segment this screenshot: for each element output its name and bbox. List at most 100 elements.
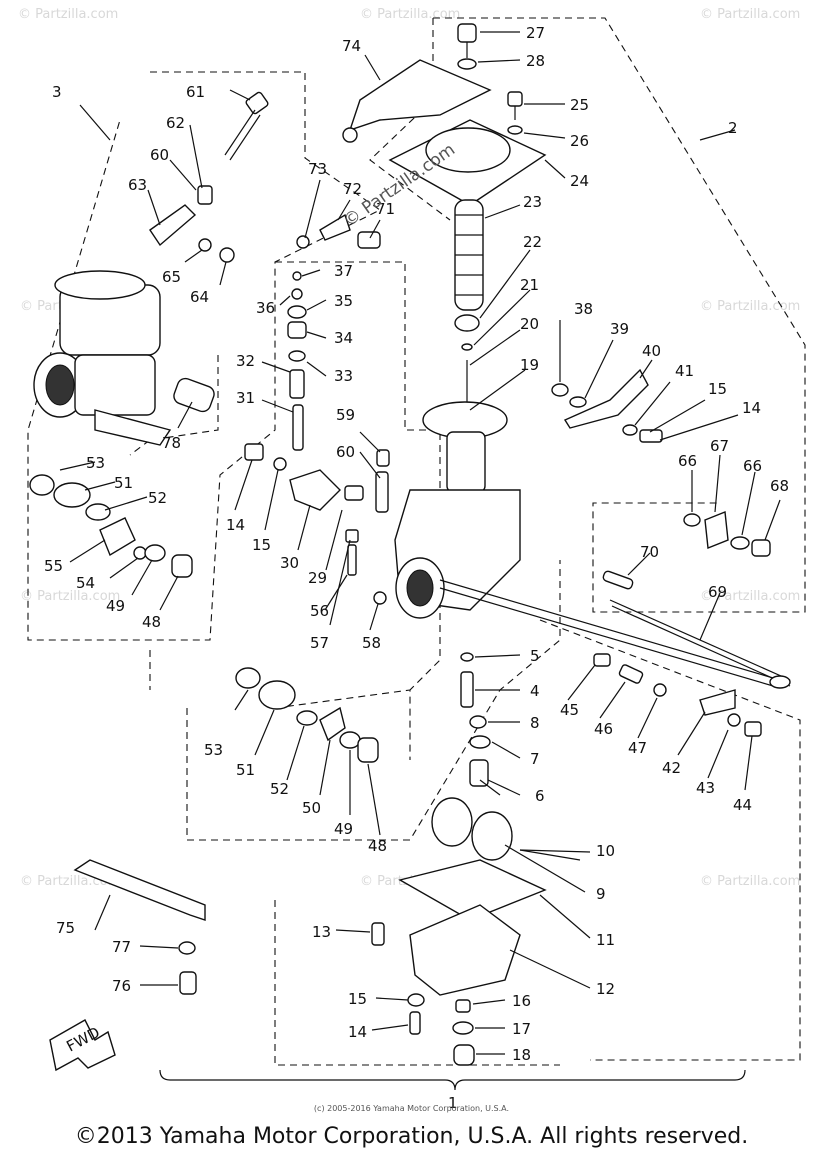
piston-valve-group	[422, 199, 508, 493]
callout-28: 28	[526, 52, 545, 70]
callout-27: 27	[526, 24, 545, 42]
top-cover-and-screws	[342, 23, 547, 206]
watermark: © Partzilla.com	[700, 7, 800, 22]
callout-3: 3	[52, 83, 62, 101]
callout-23: 23	[523, 193, 542, 211]
callout-42: 42	[662, 759, 681, 777]
callout-15: 15	[708, 380, 727, 398]
callout-52: 52	[270, 780, 289, 798]
right-linkage-parts	[551, 368, 791, 737]
forward-direction-indicator: FWD	[49, 1019, 116, 1072]
callout-74: 74	[342, 37, 361, 55]
callout-12: 12	[596, 980, 615, 998]
callout-70: 70	[640, 543, 659, 561]
left-linkage-parts	[149, 91, 390, 605]
callout-75: 75	[56, 919, 75, 937]
callout-77: 77	[112, 938, 131, 956]
callout-69: 69	[708, 583, 727, 601]
callout-52: 52	[148, 489, 167, 507]
callout-9: 9	[596, 885, 606, 903]
callout-46: 46	[594, 720, 613, 738]
callout-71: 71	[376, 200, 395, 218]
callout-60: 60	[150, 146, 169, 164]
callout-47: 47	[628, 739, 647, 757]
callout-13: 13	[312, 923, 331, 941]
callout-54: 54	[76, 574, 95, 592]
callout-45: 45	[560, 701, 579, 719]
watermark: © Partzilla.com	[18, 7, 118, 22]
callout-29: 29	[308, 569, 327, 587]
watermark: © Partzilla.com	[360, 7, 460, 22]
callout-59: 59	[336, 406, 355, 424]
callout-53: 53	[204, 741, 223, 759]
callout-1: 1	[448, 1094, 458, 1112]
watermark: © Partzilla.com	[700, 589, 800, 604]
callout-63: 63	[128, 176, 147, 194]
watermark: © Partzilla.com	[700, 299, 800, 314]
callout-51: 51	[236, 761, 255, 779]
throttle-spring-group-upper	[29, 474, 193, 578]
callout-53: 53	[86, 454, 105, 472]
callout-6: 6	[535, 787, 545, 805]
copyright-small: (c) 2005-2016 Yamaha Motor Corporation, …	[313, 1104, 510, 1113]
callout-43: 43	[696, 779, 715, 797]
callout-49: 49	[334, 820, 353, 838]
callout-5: 5	[530, 647, 540, 665]
callout-51: 51	[114, 474, 133, 492]
callout-41: 41	[675, 362, 694, 380]
callout-24: 24	[570, 172, 589, 190]
callout-15: 15	[348, 990, 367, 1008]
callout-14: 14	[742, 399, 761, 417]
callout-7: 7	[530, 750, 540, 768]
callout-66: 66	[743, 457, 762, 475]
watermark: © Partzilla.com	[700, 874, 800, 889]
main-carburetor-body	[394, 489, 781, 689]
callout-67: 67	[710, 437, 729, 455]
callout-78: 78	[162, 434, 181, 452]
callout-35: 35	[334, 292, 353, 310]
callout-19: 19	[520, 356, 539, 374]
callout-25: 25	[570, 96, 589, 114]
callout-57: 57	[310, 634, 329, 652]
callout-2: 2	[728, 119, 738, 137]
throttle-spring-group-lower	[235, 667, 379, 763]
callout-32: 32	[236, 352, 255, 370]
callout-labels: 1 2 3 4 5 6 7 8 9 10 11 12 13 14 14 14 1…	[44, 24, 789, 1112]
callout-68: 68	[770, 477, 789, 495]
watermark-group: © Partzilla.com © Partzilla.com © Partzi…	[18, 7, 800, 889]
callout-22: 22	[523, 233, 542, 251]
float-bowl-group	[371, 652, 581, 1066]
copyright-notice: ©2013 Yamaha Motor Corporation, U.S.A. A…	[74, 1124, 749, 1149]
callout-20: 20	[520, 315, 539, 333]
callout-36: 36	[256, 299, 275, 317]
callout-39: 39	[610, 320, 629, 338]
callout-48: 48	[368, 837, 387, 855]
callout-10: 10	[596, 842, 615, 860]
leader-lines	[59, 31, 781, 1055]
assembly-outlines	[27, 17, 806, 1066]
callout-26: 26	[570, 132, 589, 150]
callout-62: 62	[166, 114, 185, 132]
callout-15: 15	[252, 536, 271, 554]
callout-37: 37	[334, 262, 353, 280]
callout-33: 33	[334, 367, 353, 385]
callout-76: 76	[112, 977, 131, 995]
callout-34: 34	[334, 329, 353, 347]
callout-4: 4	[530, 682, 540, 700]
callout-38: 38	[574, 300, 593, 318]
callout-17: 17	[512, 1020, 531, 1038]
callout-58: 58	[362, 634, 381, 652]
callout-64: 64	[190, 288, 209, 306]
callout-61: 61	[186, 83, 205, 101]
callout-66: 66	[678, 452, 697, 470]
callout-44: 44	[733, 796, 752, 814]
callout-40: 40	[642, 342, 661, 360]
callout-60: 60	[336, 443, 355, 461]
callout-11: 11	[596, 931, 615, 949]
bracket-group	[73, 859, 206, 995]
callout-31: 31	[236, 389, 255, 407]
callout-49: 49	[106, 597, 125, 615]
callout-73: 73	[308, 160, 327, 178]
callout-65: 65	[162, 268, 181, 286]
